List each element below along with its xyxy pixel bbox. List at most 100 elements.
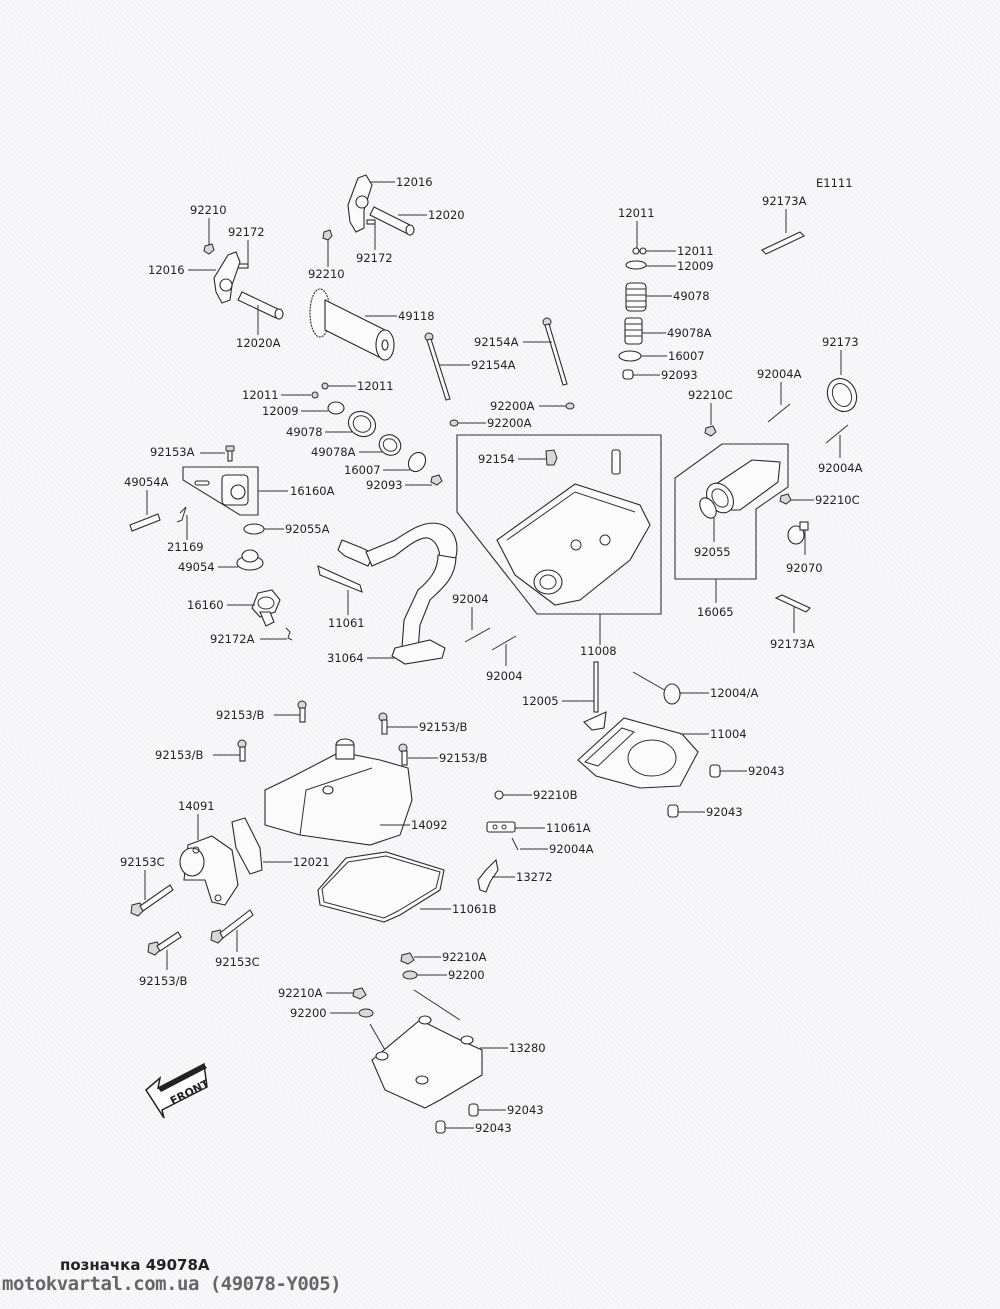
label-92210C-a[interactable]: 92210C [688,388,733,402]
dowel-92043-b [667,804,679,818]
rocker-shaft-top [369,206,415,236]
label-92200-b[interactable]: 92200 [290,1006,327,1020]
label-92004-b[interactable]: 92004 [486,669,523,683]
label-92173A-b[interactable]: 92173A [770,637,815,651]
label-92200-a[interactable]: 92200 [448,968,485,982]
dowel-92043-c [468,1103,479,1117]
label-92154[interactable]: 92154 [478,452,515,466]
label-92153B-d[interactable]: 92153/B [439,751,487,765]
label-92172-mid[interactable]: 92172 [356,251,393,265]
label-92172-left[interactable]: 92172 [228,225,265,239]
label-92172A[interactable]: 92172A [210,632,255,646]
label-49118[interactable]: 49118 [398,309,435,323]
label-11061A[interactable]: 11061A [546,821,591,835]
label-92043-d[interactable]: 92043 [475,1121,512,1135]
label-16007-top[interactable]: 16007 [668,349,705,363]
label-49054A[interactable]: 49054A [124,475,169,489]
label-12005[interactable]: 12005 [522,694,559,708]
label-16160A[interactable]: 16160A [290,484,335,498]
label-92153B-a[interactable]: 92153/B [216,708,264,722]
pin-92004A-a [767,403,791,423]
washer-92200A-a [565,402,575,410]
label-12021[interactable]: 12021 [293,855,330,869]
label-92004A-b[interactable]: 92004A [818,461,863,475]
label-12011-top[interactable]: 12011 [618,206,655,220]
label-92200A-b[interactable]: 92200A [487,416,532,430]
label-12020[interactable]: 12020 [428,208,465,222]
spring-49078A-top [624,317,643,345]
bolt-92153B-d [398,743,408,766]
label-49078-top[interactable]: 49078 [673,289,710,303]
diagram-code: E1111 [816,176,853,190]
label-16160[interactable]: 16160 [187,598,224,612]
label-92154A-a[interactable]: 92154A [474,335,519,349]
seal-92093-l [430,474,443,486]
label-92055A[interactable]: 92055A [285,522,330,536]
label-12016-left[interactable]: 12016 [148,263,185,277]
label-92153B-e[interactable]: 92153/B [139,974,187,988]
label-92153B-c[interactable]: 92153/B [155,748,203,762]
label-12004A[interactable]: 12004/A [710,686,758,700]
label-49054[interactable]: 49054 [178,560,215,574]
label-92210C-b[interactable]: 92210C [815,493,860,507]
label-92200A-a[interactable]: 92200A [490,399,535,413]
label-92210-mid[interactable]: 92210 [308,267,345,281]
label-14092[interactable]: 14092 [411,818,448,832]
label-92153B-b[interactable]: 92153/B [419,720,467,734]
label-12020A[interactable]: 12020A [236,336,281,350]
label-92004A-a[interactable]: 92004A [757,367,802,381]
label-92070[interactable]: 92070 [786,561,823,575]
label-92043-b[interactable]: 92043 [706,805,743,819]
label-14091[interactable]: 14091 [178,799,215,813]
label-21169[interactable]: 21169 [167,540,204,554]
label-92093-l[interactable]: 92093 [366,478,403,492]
label-92043-a[interactable]: 92043 [748,764,785,778]
label-12009-top[interactable]: 12009 [677,259,714,273]
label-92154A-b[interactable]: 92154A [471,358,516,372]
label-13272[interactable]: 13272 [516,870,553,884]
label-92093-top[interactable]: 92093 [661,368,698,382]
label-11008[interactable]: 11008 [580,644,617,658]
rocker-arm-left [213,251,241,304]
label-12011-top2[interactable]: 12011 [677,244,714,258]
label-92055[interactable]: 92055 [694,545,731,559]
caption: позначка 49078A [60,1256,210,1274]
label-13280[interactable]: 13280 [509,1041,546,1055]
label-12011-l1[interactable]: 12011 [242,388,279,402]
label-16065[interactable]: 16065 [697,605,734,619]
label-92153A[interactable]: 92153A [150,445,195,459]
label-92043-c[interactable]: 92043 [507,1103,544,1117]
label-12011-l2[interactable]: 12011 [357,379,394,393]
label-92004-a[interactable]: 92004 [452,592,489,606]
label-12016-top[interactable]: 12016 [396,175,433,189]
label-16007-l[interactable]: 16007 [344,463,381,477]
label-11004[interactable]: 11004 [710,727,747,741]
label-92210B[interactable]: 92210B [533,788,578,802]
nut-92154 [545,449,558,466]
gasket-92055A [243,523,265,535]
cylinder-head-11008 [496,483,651,606]
label-92153C-b[interactable]: 92153C [215,955,260,969]
label-92173[interactable]: 92173 [822,335,859,349]
pin-92004A-b [825,424,849,444]
label-49078A-l[interactable]: 49078A [311,445,356,459]
label-12009-l[interactable]: 12009 [262,404,299,418]
label-92173A-top[interactable]: 92173A [762,194,807,208]
label-31064[interactable]: 31064 [327,651,364,665]
label-92210-left[interactable]: 92210 [190,203,227,217]
bolt-92154A-a [424,332,451,401]
label-49078A-top[interactable]: 49078A [667,326,712,340]
label-92210A-a[interactable]: 92210A [442,950,487,964]
label-11061[interactable]: 11061 [328,616,365,630]
bolt-92153B-b [378,712,388,735]
label-92004A-c[interactable]: 92004A [549,842,594,856]
bolt-92153C-b [210,909,254,944]
nut-92210-left [203,243,215,255]
label-11061B[interactable]: 11061B [452,902,497,916]
housing-16160 [251,589,281,627]
strip-92173A-top [761,231,805,255]
label-92210A-b[interactable]: 92210A [278,986,323,1000]
label-92153C-a[interactable]: 92153C [120,855,165,869]
nut-92210A-a [400,952,415,965]
label-49078-l[interactable]: 49078 [286,425,323,439]
